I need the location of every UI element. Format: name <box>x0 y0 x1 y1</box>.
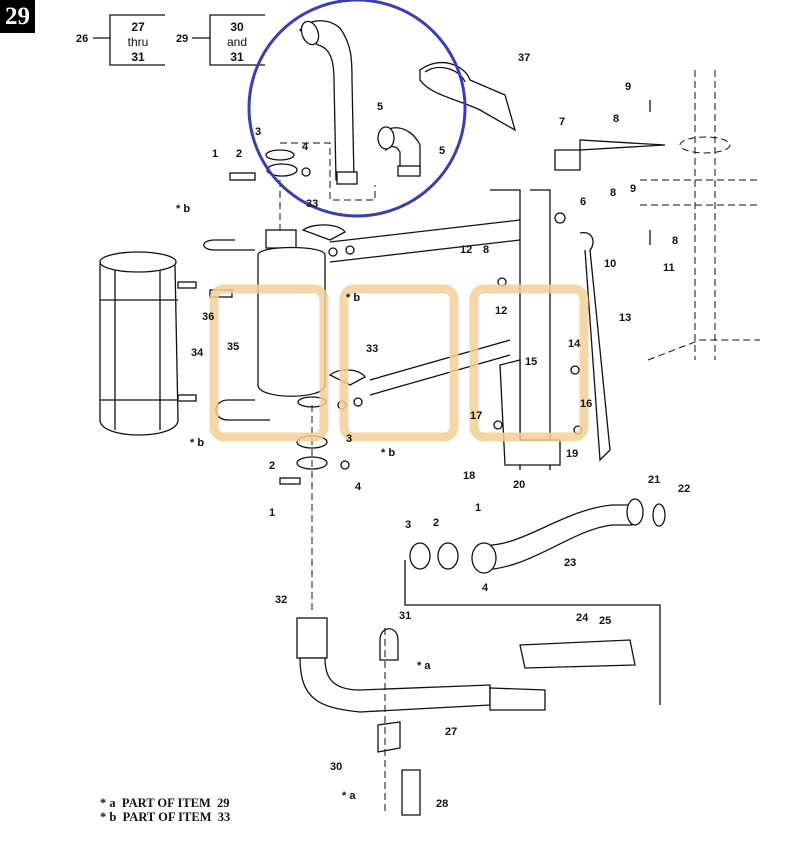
callout: 8 <box>610 187 616 199</box>
header-group-1: 26 27 thru 31 <box>76 14 165 66</box>
callout: 8 <box>483 244 489 256</box>
callout-labels: 37 5 5 3 2 1 4 9 8 7 9 8 6 12 8 10 8 11 … <box>176 52 690 810</box>
legend-text: PART OF ITEM 29 <box>121 796 230 810</box>
callout: * b <box>190 437 204 449</box>
tailpipe <box>280 20 421 201</box>
upper-clamp <box>229 149 311 235</box>
callout: * b <box>381 447 395 459</box>
legend-marker: * b <box>100 810 117 824</box>
callout: 2 <box>269 460 275 472</box>
group-ref: 29 <box>176 33 188 45</box>
legend-marker: * a <box>100 796 116 810</box>
legend-text: PART OF ITEM 33 <box>122 810 231 824</box>
callout: 4 <box>302 141 309 153</box>
callout: 17 <box>470 410 482 422</box>
callout: * b <box>346 292 360 304</box>
callout: 12 <box>495 305 507 317</box>
callout: 31 <box>399 610 411 622</box>
callout: 24 <box>576 612 589 624</box>
callout: 3 <box>405 519 411 531</box>
callout: 11 <box>663 262 675 274</box>
group-line: 27 <box>131 20 145 34</box>
header-group-2: 29 30 and 31 <box>176 14 265 66</box>
highlight-box <box>469 284 589 442</box>
callout: 33 <box>306 198 318 210</box>
group-line: 31 <box>131 50 145 64</box>
callout: 5 <box>439 145 445 157</box>
callout: * a <box>417 660 431 672</box>
highlight-box <box>339 284 459 442</box>
callout: 8 <box>613 113 619 125</box>
callout: 12 <box>460 244 472 256</box>
callout: 13 <box>619 312 631 324</box>
callout: * a <box>342 790 356 802</box>
callout: 3 <box>346 433 352 445</box>
legend-item-b: * b PART OF ITEM 33 <box>100 810 230 825</box>
group-line: 31 <box>230 50 244 64</box>
callout: 28 <box>436 798 448 810</box>
callout: 30 <box>330 761 342 773</box>
callout: 27 <box>445 726 457 738</box>
callout: 22 <box>678 483 690 495</box>
group-line: thru <box>128 35 149 49</box>
highlight-circle <box>247 0 467 218</box>
highlight-box <box>209 284 329 442</box>
callout: 18 <box>463 470 475 482</box>
callout: 4 <box>482 582 489 594</box>
callout: 7 <box>559 116 565 128</box>
callout: 8 <box>672 235 678 247</box>
legend-item-a: * a PART OF ITEM 29 <box>100 796 230 811</box>
callout: 2 <box>236 148 242 160</box>
callout: 3 <box>255 126 261 138</box>
callout: 37 <box>518 52 530 64</box>
callout: 23 <box>564 557 576 569</box>
callout: 19 <box>566 448 578 460</box>
group-line: 30 <box>230 20 244 34</box>
lower-exhaust-pipe <box>296 498 666 816</box>
callout: 25 <box>599 615 611 627</box>
callout: 36 <box>202 311 214 323</box>
callout: 20 <box>513 479 525 491</box>
callout: 1 <box>475 502 481 514</box>
callout: 15 <box>525 356 537 368</box>
callout: 10 <box>604 258 616 270</box>
callout: 6 <box>580 196 586 208</box>
callout: 32 <box>275 594 287 606</box>
callout: 33 <box>366 343 378 355</box>
group-ref: 26 <box>76 33 88 45</box>
callout: 34 <box>191 347 204 359</box>
callout: 4 <box>355 481 362 493</box>
heat-shield <box>99 251 233 436</box>
highlight-boxes <box>209 284 589 442</box>
callout: 2 <box>433 517 439 529</box>
callout: 14 <box>568 338 581 350</box>
callout: 1 <box>269 507 275 519</box>
rain-cap <box>419 61 517 132</box>
callout: 35 <box>227 341 239 353</box>
callout: 5 <box>377 101 383 113</box>
callout: 21 <box>648 474 660 486</box>
vehicle-pole <box>640 70 760 361</box>
group-line: and <box>227 35 247 49</box>
callout: * b <box>176 203 190 215</box>
callout: 9 <box>625 81 631 93</box>
figure-number-badge: 29 <box>0 0 35 33</box>
callout: 9 <box>630 183 636 195</box>
callout: 16 <box>580 398 592 410</box>
callout: 1 <box>212 148 218 160</box>
